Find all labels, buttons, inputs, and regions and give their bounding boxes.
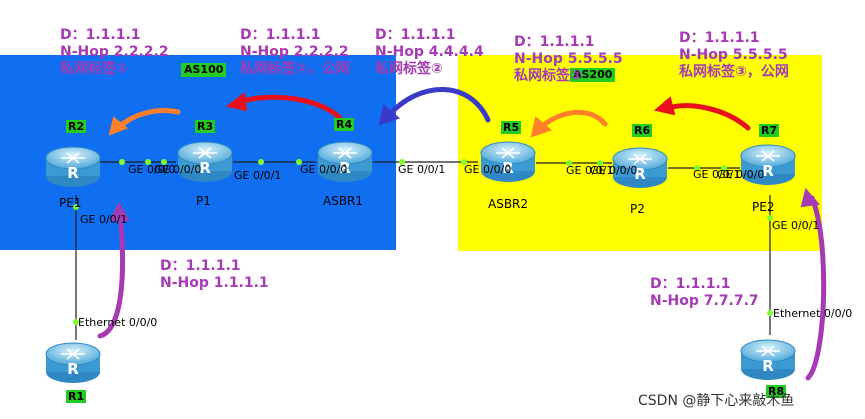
router-r2-tag: R2 <box>66 120 87 133</box>
router-r7-tag: R7 <box>759 124 780 137</box>
router-r3-tag: R3 <box>195 120 216 133</box>
router-r5-icon[interactable] <box>480 141 536 183</box>
watermark: CSDN @静下心来敲木鱼 <box>638 393 795 409</box>
interface-r7-down: GE 0/0/1 <box>772 219 820 232</box>
red-arrow-r7-r6 <box>665 103 751 131</box>
route-note-3-nexthop: N-Hop 4.4.4.4 <box>375 44 484 60</box>
interface-r7-left: GE 0/0/0 <box>717 168 765 181</box>
interface-r3-left: GE 0/0/0 <box>154 163 202 176</box>
route-note-5-label: 私网标签③，公网 <box>679 64 789 80</box>
route-note-6-nexthop: N-Hop 1.1.1.1 <box>160 275 269 291</box>
device-name-asbr1: ASBR1 <box>323 194 364 208</box>
interface-r2-down: GE 0/0/1 <box>80 213 128 226</box>
interface-r6-right: GE 0/0/1 <box>693 168 741 181</box>
orange-arrow-r3-r2 <box>115 108 181 131</box>
interface-r4-right: GE 0/0/1 <box>398 163 446 176</box>
port-dots <box>73 159 773 325</box>
purple-arrow-r1-r2 <box>97 211 125 339</box>
route-note-1-label: 私网标签① <box>60 61 128 77</box>
red-arrow-r4-r3 <box>237 94 343 121</box>
device-name-p2: P2 <box>630 202 645 216</box>
route-note-7: D：1.1.1.1 N-Hop 7.7.7.7 <box>650 276 759 310</box>
route-note-1: D：1.1.1.1 N-Hop 2.2.2.2 私网标签① <box>60 27 169 78</box>
router-r8-tag: R8 <box>766 385 787 398</box>
route-note-4: D：1.1.1.1 N-Hop 5.5.5.5 私网标签③ <box>514 34 623 85</box>
router-r4-tag: R4 <box>334 118 355 131</box>
device-name-p1: P1 <box>196 194 211 208</box>
router-r1-icon[interactable] <box>45 342 101 384</box>
route-note-6: D：1.1.1.1 N-Hop 1.1.1.1 <box>160 258 269 292</box>
blue-arrow-r5-r4 <box>385 87 491 123</box>
as200-label: AS200 <box>570 68 616 82</box>
route-note-2: D：1.1.1.1 N-Hop 2.2.2.2 私网标签①，公网 <box>240 27 350 78</box>
as100-label: AS100 <box>181 63 227 77</box>
interface-r3-right: GE 0/0/1 <box>234 169 282 182</box>
interface-r1-up: Ethernet 0/0/0 <box>78 316 158 329</box>
route-note-5: D：1.1.1.1 N-Hop 5.5.5.5 私网标签③，公网 <box>679 30 789 81</box>
route-note-3-dest: D：1.1.1.1 <box>375 27 456 43</box>
router-r1-tag: R1 <box>66 390 87 403</box>
route-note-2-dest: D：1.1.1.1 <box>240 27 321 43</box>
interface-r6-left: GE 0/0/0 <box>590 164 638 177</box>
route-note-1-dest: D：1.1.1.1 <box>60 27 141 43</box>
interface-r4-left: GE 0/0/0 <box>300 163 348 176</box>
interface-r5-left: GE 0/0/0 <box>464 163 512 176</box>
router-r2-icon[interactable] <box>45 146 101 188</box>
router-r4-icon[interactable] <box>317 141 373 183</box>
device-name-asbr2: ASBR2 <box>488 197 529 211</box>
route-note-4-nexthop: N-Hop 5.5.5.5 <box>514 51 623 67</box>
arrows <box>97 87 827 381</box>
route-note-5-nexthop: N-Hop 5.5.5.5 <box>679 47 788 63</box>
route-note-6-dest: D：1.1.1.1 <box>160 258 241 274</box>
route-note-3-label: 私网标签② <box>375 61 443 77</box>
route-note-7-nexthop: N-Hop 7.7.7.7 <box>650 293 759 309</box>
route-note-7-dest: D：1.1.1.1 <box>650 276 731 292</box>
route-note-2-label: 私网标签①，公网 <box>240 61 350 77</box>
purple-arrow-r8-r7 <box>805 195 827 381</box>
router-r8-icon[interactable] <box>740 339 796 381</box>
interface-r2-right: GE 0/0/0 <box>128 163 176 176</box>
router-r3-icon[interactable] <box>177 141 233 183</box>
router-r5-tag: R5 <box>501 121 522 134</box>
device-name-pe2: PE2 <box>752 200 775 214</box>
interface-r8-up: Ethernet 0/0/0 <box>773 307 853 320</box>
route-note-3: D：1.1.1.1 N-Hop 4.4.4.4 私网标签② <box>375 27 484 78</box>
route-note-5-dest: D：1.1.1.1 <box>679 30 760 46</box>
orange-arrow-r6-r5 <box>537 109 608 131</box>
router-r6-tag: R6 <box>632 124 653 137</box>
device-name-pe1: PE1 <box>59 196 82 210</box>
route-note-4-label: 私网标签③ <box>514 68 582 84</box>
route-note-1-nexthop: N-Hop 2.2.2.2 <box>60 44 169 60</box>
route-note-2-nexthop: N-Hop 2.2.2.2 <box>240 44 349 60</box>
route-note-4-dest: D：1.1.1.1 <box>514 34 595 50</box>
interface-r5-right: GE 0/0/1 <box>566 164 614 177</box>
